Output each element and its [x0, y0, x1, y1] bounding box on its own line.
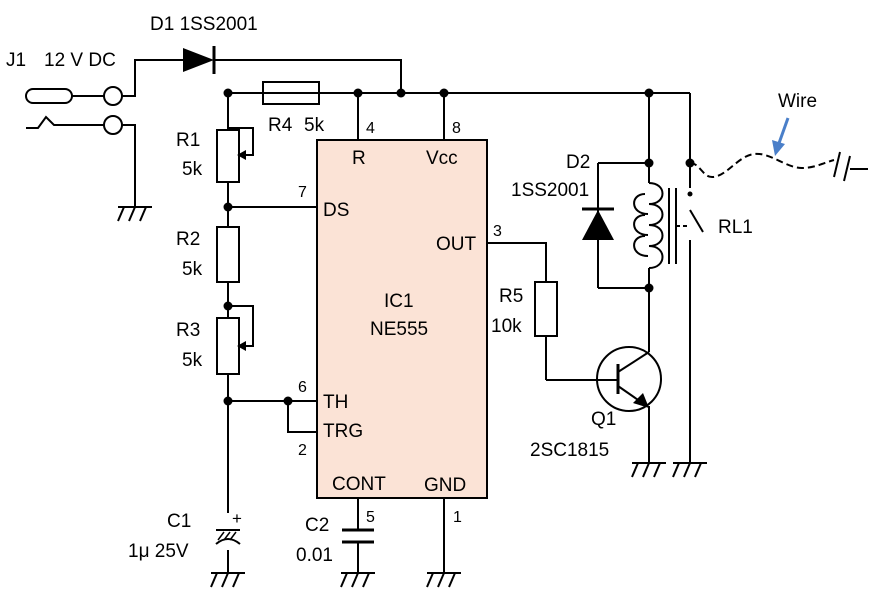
r2-ref: R2: [176, 229, 200, 250]
pin-r-name: R: [352, 148, 366, 169]
ground-icon-c1: [210, 572, 246, 588]
wire-label: Wire: [778, 91, 817, 112]
external-wire: Wire: [689, 91, 868, 182]
potentiometer-r3: R3 5k: [176, 317, 246, 375]
d2-ref: D2: [566, 152, 590, 173]
r2-value: 5k: [182, 259, 203, 280]
ic1-ref: IC1: [384, 291, 414, 312]
pin-cont-num: 5: [366, 509, 375, 526]
dc-jack-j1: J1 12 V DC: [6, 50, 123, 135]
r5-value: 10k: [491, 316, 522, 337]
c2-value: 0.01: [296, 545, 333, 566]
resistor-r2: R2 5k: [176, 226, 240, 283]
ground-icon-rl1: [672, 462, 708, 478]
c1-value: 1μ 25V: [128, 541, 189, 562]
transistor-q1: Q1 2SC1815: [530, 346, 662, 461]
c2-ref: C2: [305, 515, 329, 536]
pin-trg-num: 2: [298, 442, 307, 459]
rl1-ref: RL1: [718, 217, 753, 238]
diode-d2: D2 1SS2001: [511, 152, 614, 240]
c1-ref: C1: [167, 511, 191, 532]
r1-ref: R1: [176, 130, 200, 151]
ground-icon-q1: [631, 462, 667, 478]
ground-icon-c2: [340, 572, 376, 588]
ground-icon-ic1: [426, 572, 462, 588]
pin-vcc-num: 8: [452, 120, 461, 137]
capacitor-c2: C2 0.01: [296, 515, 374, 566]
diode-d1: D1 1SS2001: [150, 14, 258, 74]
pin-r-num: 4: [366, 120, 375, 137]
resistor-r5: R5 10k: [491, 281, 558, 337]
d2-part: 1SS2001: [511, 180, 589, 201]
ic1-part: NE555: [370, 319, 428, 340]
pin-ds-num: 7: [298, 184, 307, 201]
d1-label: D1 1SS2001: [150, 14, 258, 35]
relay-contact-rl1: RL1: [687, 163, 753, 238]
potentiometer-r1: R1 5k: [176, 129, 246, 183]
relay-coil: [633, 182, 690, 269]
r4-value: 5k: [304, 115, 325, 136]
capacitor-c1: + C1 1μ 25V: [128, 509, 242, 562]
pin-th-num: 6: [298, 379, 307, 396]
r3-ref: R3: [176, 320, 200, 341]
pin-vcc-name: Vcc: [426, 148, 458, 169]
pin-cont-name: CONT: [332, 474, 386, 495]
ic1-ne555: IC1 NE555 R Vcc DS OUT TH TRG CONT GND 4…: [298, 120, 502, 526]
r5-ref: R5: [499, 286, 523, 307]
r3-value: 5k: [182, 350, 203, 371]
pin-th-name: TH: [323, 392, 348, 413]
j1-ref: J1: [6, 50, 26, 71]
pin-out-num: 3: [493, 223, 502, 240]
pin-trg-name: TRG: [323, 421, 363, 442]
r4-ref: R4: [268, 115, 293, 136]
r1-value: 5k: [182, 159, 203, 180]
j1-value: 12 V DC: [44, 50, 116, 71]
c1-polarity: +: [232, 509, 242, 528]
q1-ref: Q1: [591, 409, 616, 430]
pin-out-name: OUT: [436, 234, 477, 255]
resistor-r4: R4 5k: [262, 81, 325, 136]
q1-part: 2SC1815: [530, 440, 609, 461]
pin-gnd-num: 1: [453, 509, 462, 526]
pin-ds-name: DS: [323, 200, 349, 221]
ic1-body: [316, 139, 488, 499]
ground-icon-j1: [117, 206, 153, 222]
pin-gnd-name: GND: [424, 475, 466, 496]
